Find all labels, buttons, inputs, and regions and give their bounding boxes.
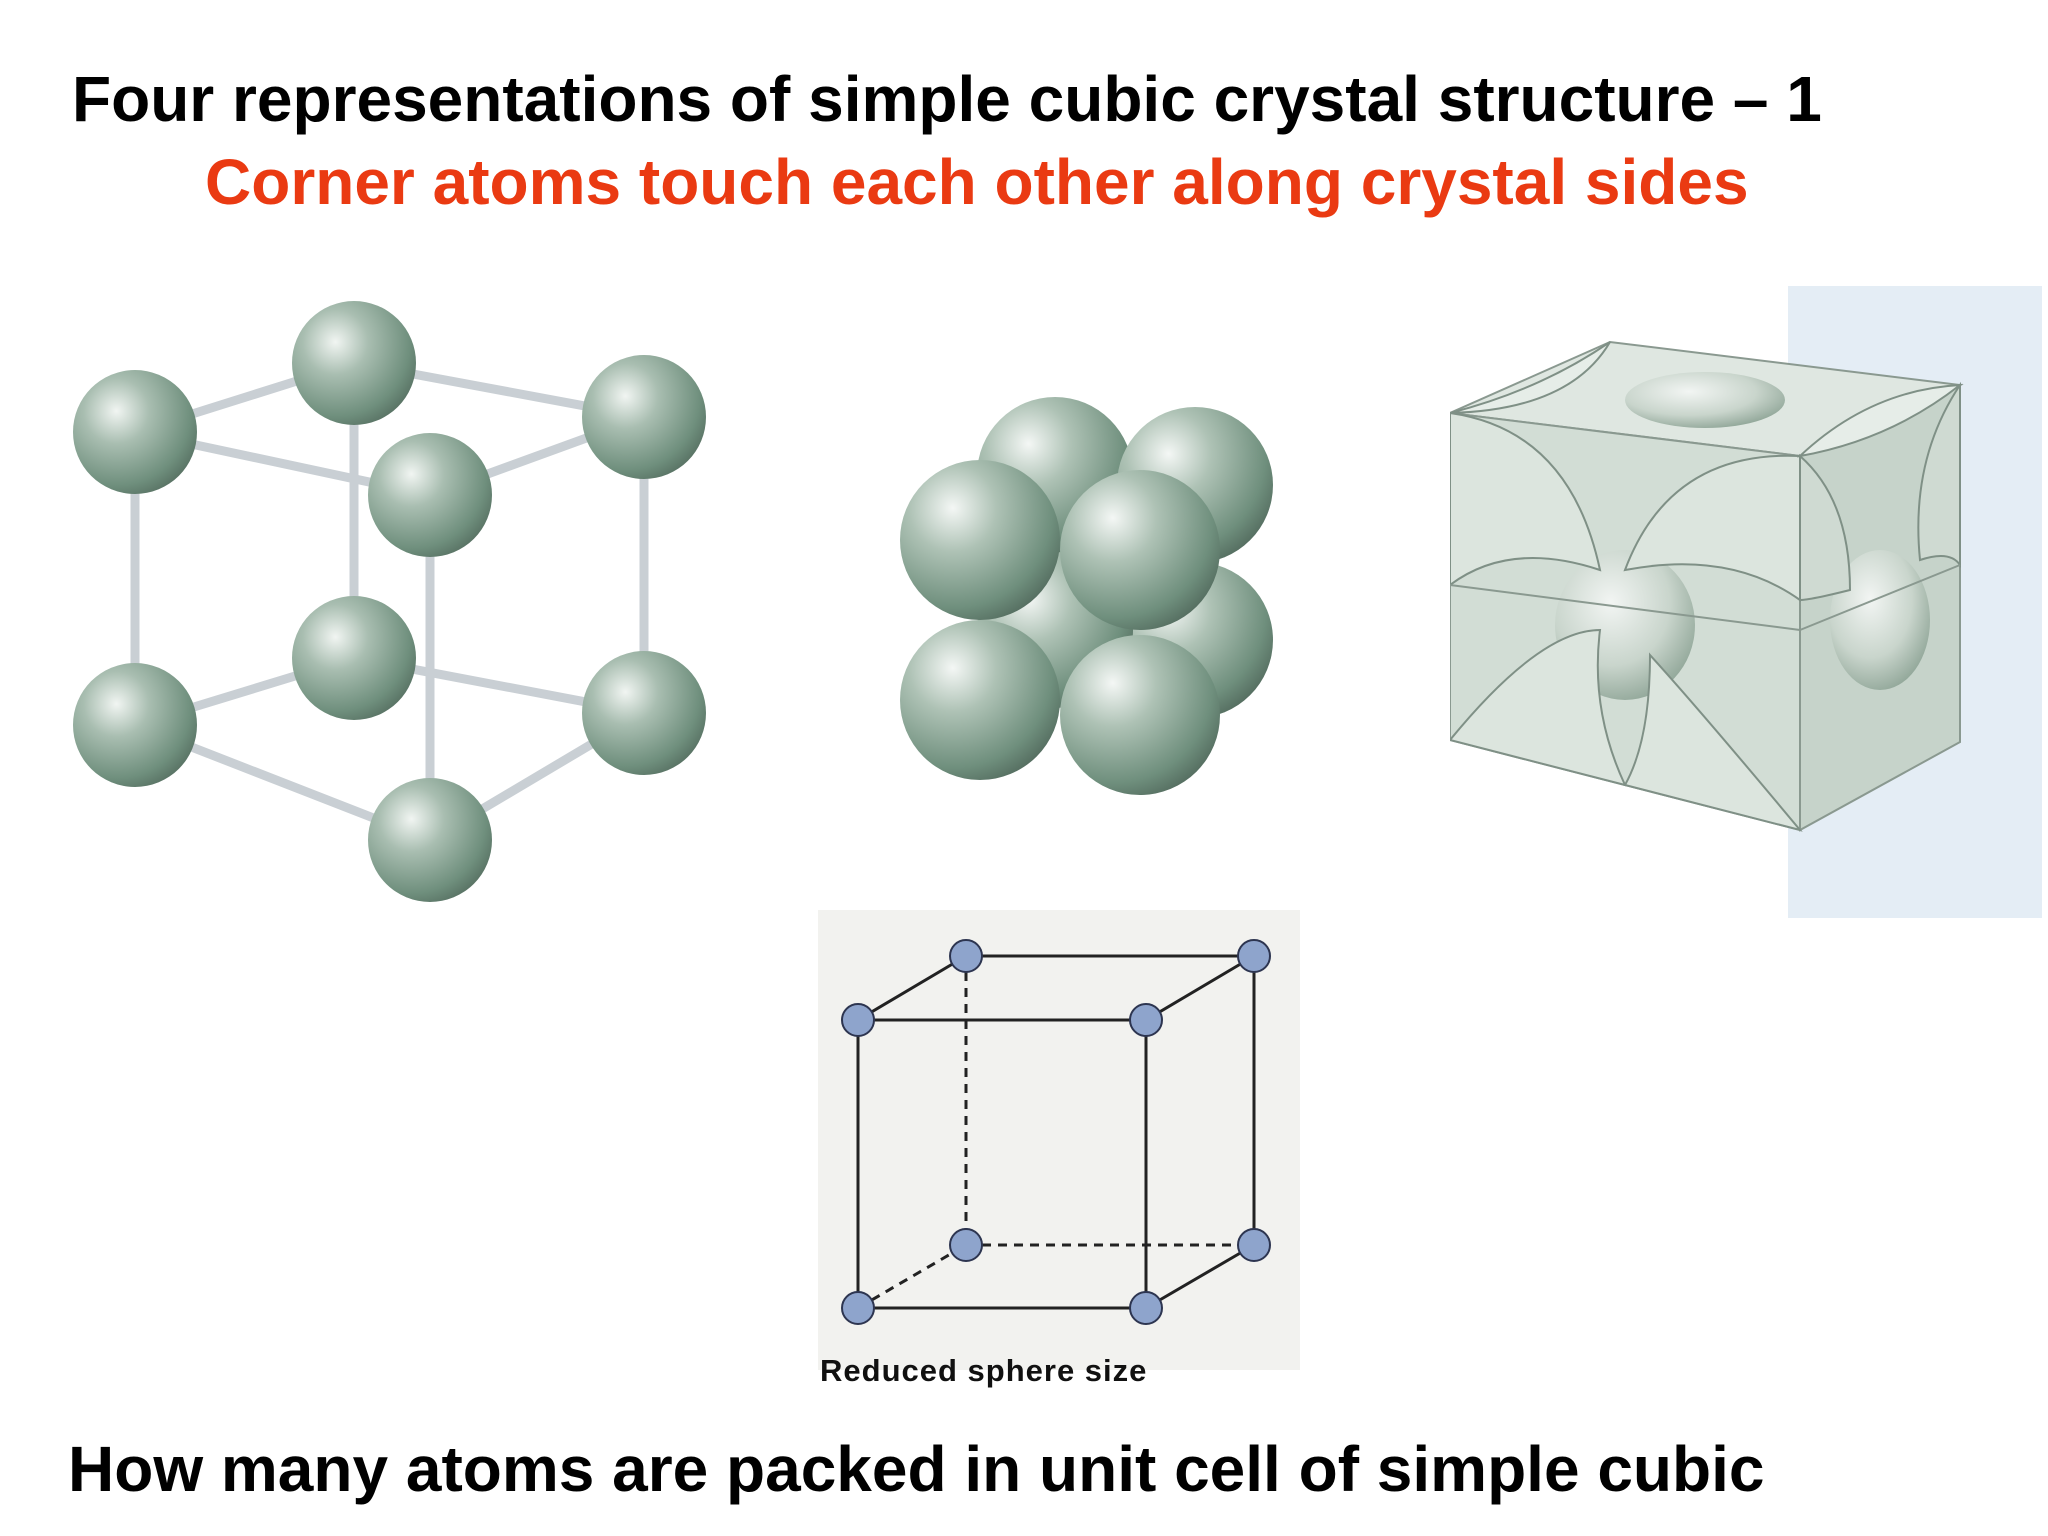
- atom-front-bottom: [368, 778, 492, 902]
- unit-cell-block-figure: [1450, 340, 1964, 832]
- sticks: [130, 358, 649, 845]
- page-title: Four representations of simple cubic cry…: [72, 63, 1822, 135]
- atoms: [73, 301, 706, 902]
- reduced-sphere-figure: [818, 910, 1300, 1370]
- atom-back-bottom: [292, 596, 416, 720]
- figure-caption: Reduced sphere size: [820, 1353, 1148, 1388]
- question-text: How many atoms are packed in unit cell o…: [68, 1433, 1765, 1505]
- atom-front-top: [368, 433, 492, 557]
- atom-right-bottom: [582, 651, 706, 775]
- packed-atoms: [900, 397, 1273, 795]
- packed-spheres-figure: [900, 397, 1273, 795]
- page-subtitle: Corner atoms touch each other along crys…: [205, 146, 1749, 218]
- ball-and-stick-figure: [73, 301, 706, 902]
- reduced-cell-diagram: [841, 939, 1271, 1325]
- atom-left-top: [73, 370, 197, 494]
- atom-right-top: [582, 355, 706, 479]
- atom-left-bottom: [73, 663, 197, 787]
- small-atoms: [841, 939, 1271, 1325]
- atom-back-top: [292, 301, 416, 425]
